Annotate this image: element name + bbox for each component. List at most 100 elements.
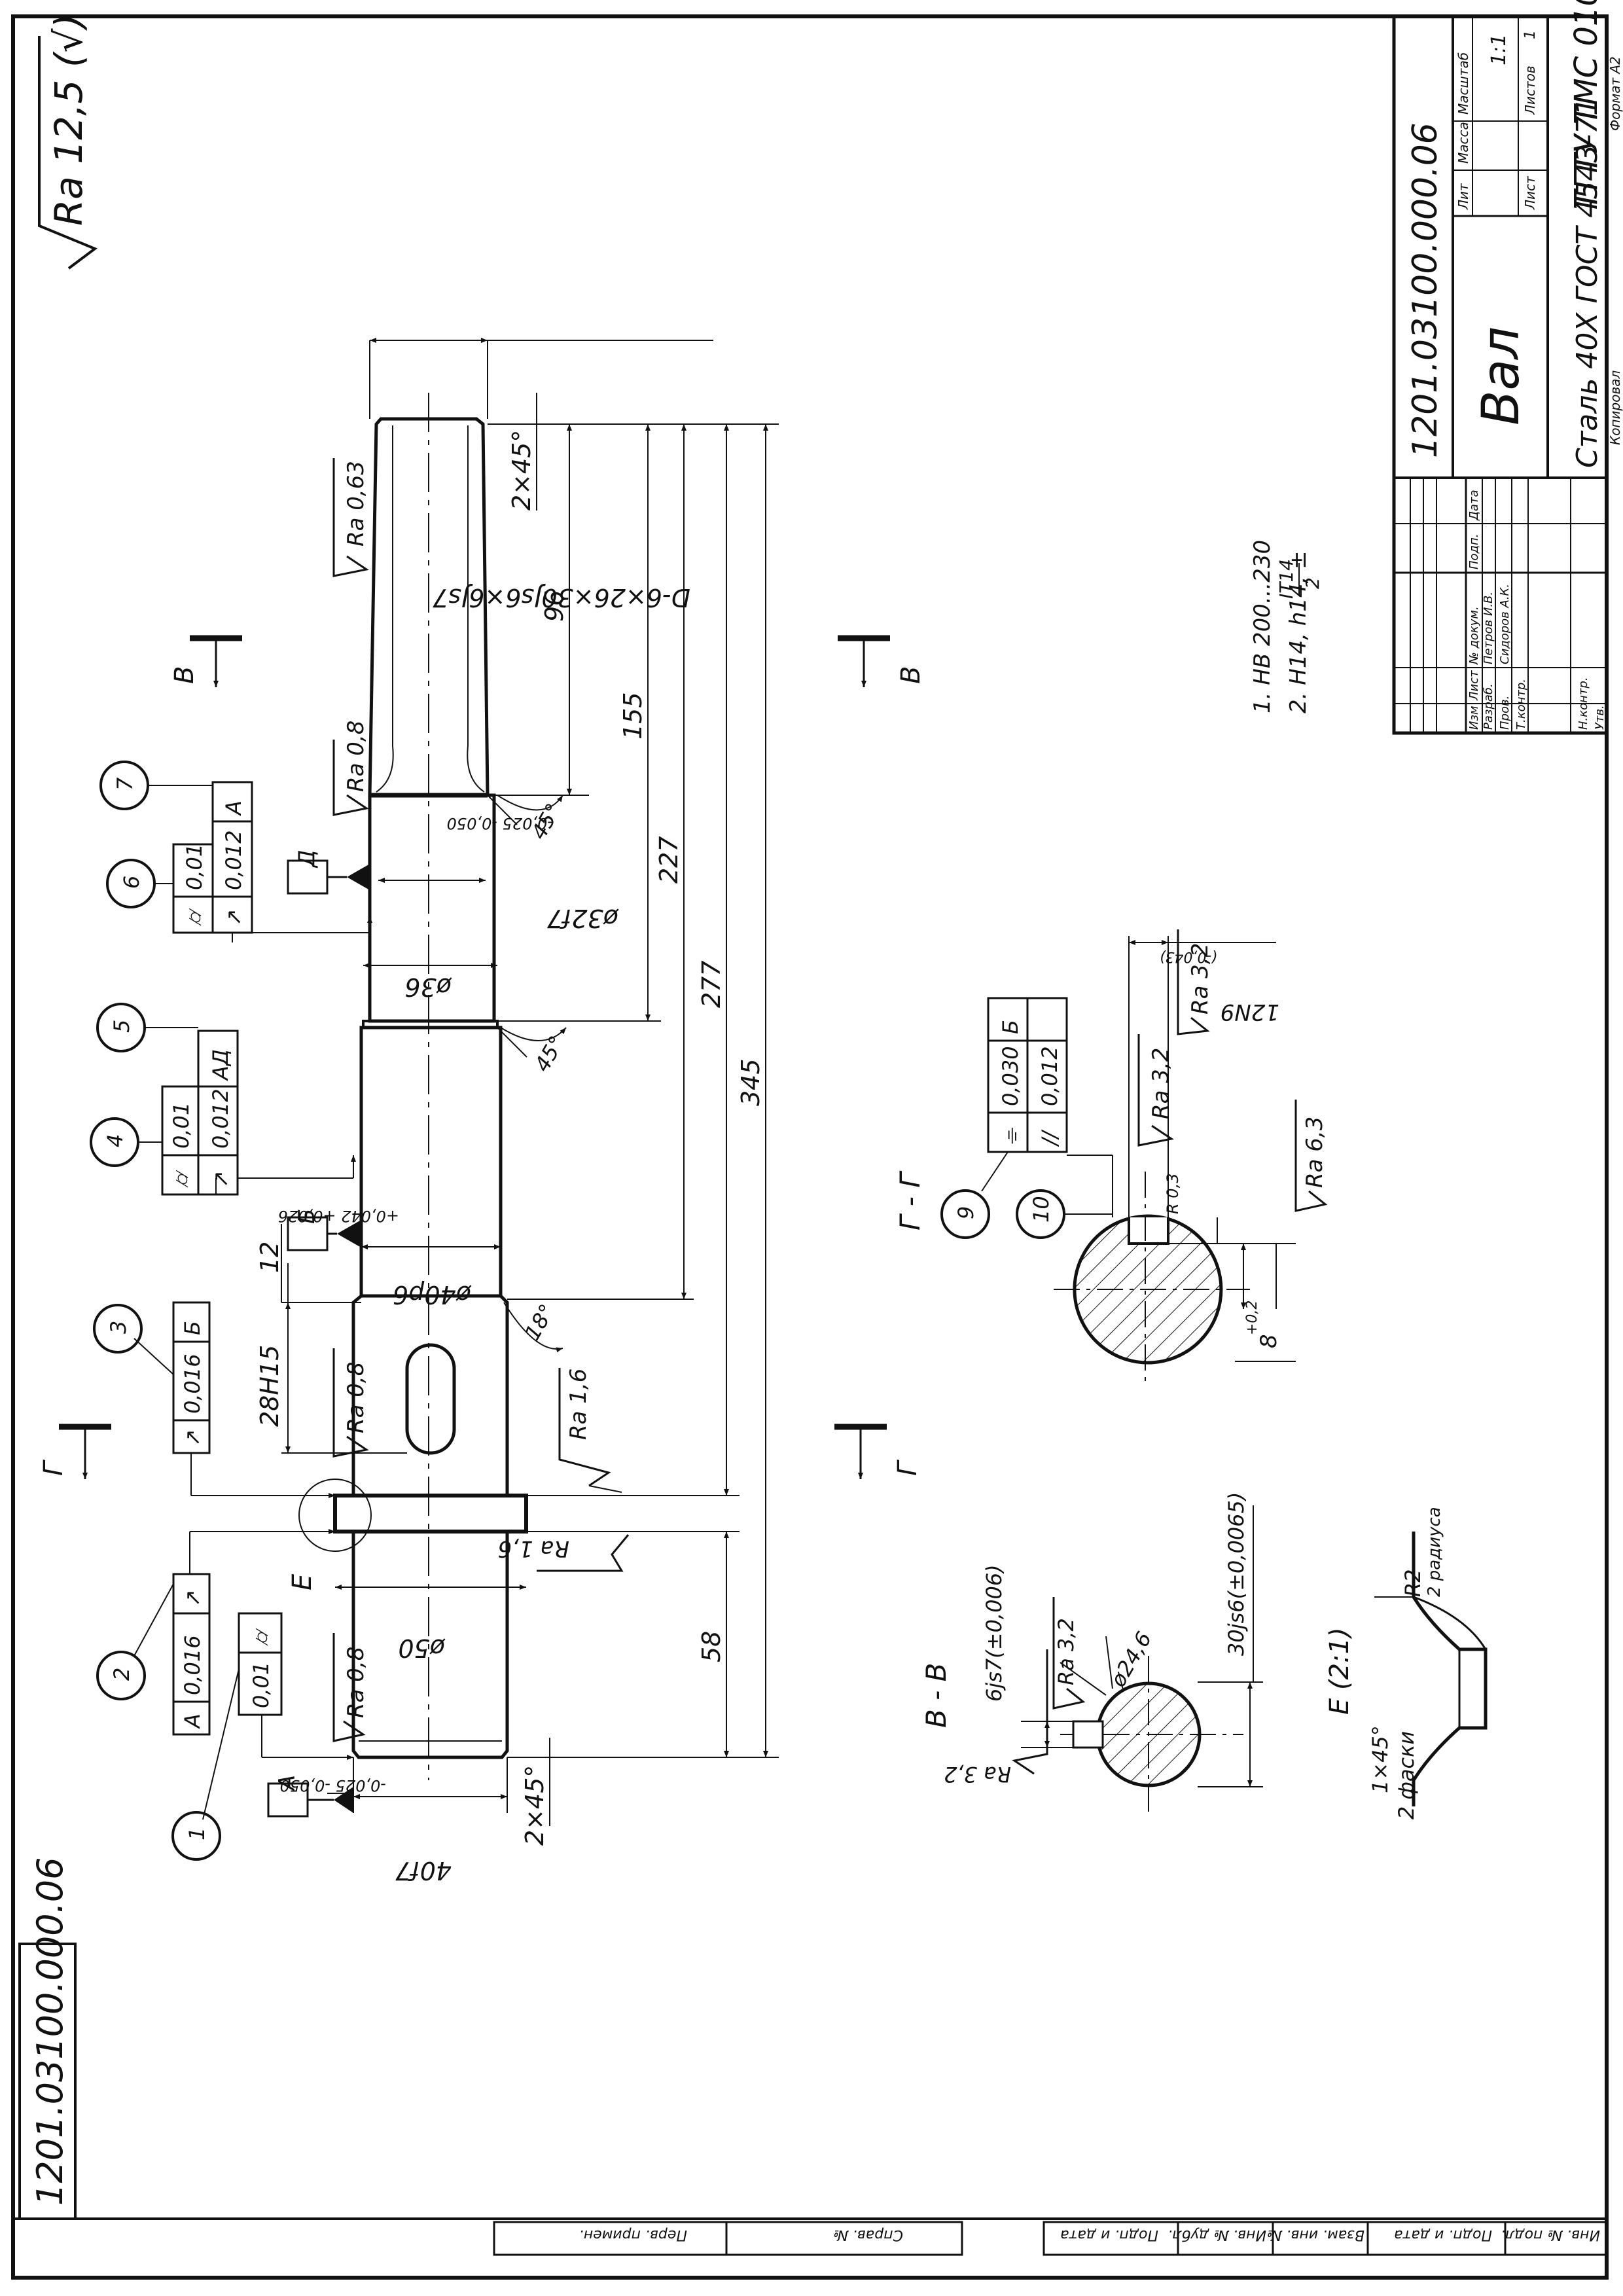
tol-6-sym: ⌭	[182, 908, 207, 926]
tol-5-sym: ↗	[208, 1170, 233, 1188]
dim-d-left: 40f7	[395, 1856, 452, 1885]
label-perv-primen: Перв. примен.	[579, 2227, 687, 2243]
dim-len-58: 58	[697, 1631, 726, 1662]
ra-spline: Ra 0,63	[343, 461, 369, 547]
tol-7-sym: ↗	[221, 908, 246, 926]
dim-ang-b: 45°	[529, 1031, 569, 1076]
section-gg-title: Г - Г	[894, 1170, 926, 1230]
detail-e-radius: R2	[1400, 1569, 1425, 1597]
tol-6-val: 0,01	[182, 844, 207, 890]
tb-copied: Копировал	[1607, 370, 1623, 445]
dim-d-collar: ø50	[398, 1634, 446, 1662]
tb-r-razrab: Разраб.	[1482, 683, 1495, 730]
datum-markers: А Б Д	[267, 850, 370, 1818]
side-designation: 1201.03100.000.06	[29, 1857, 71, 2206]
tol-1-id: 1	[185, 1827, 209, 1840]
dim-chamfer-right: 2×45°	[507, 430, 536, 511]
tol-frame-3: Б 0,016 ↗ 3	[93, 1301, 335, 1498]
section-vv: В - В 6js7(±0,006) ø24,6 30js6(±0,0065) …	[920, 1492, 1263, 1813]
dim-len-345: 345	[736, 1058, 765, 1106]
section-g-left: Г	[39, 1460, 69, 1476]
section-v-right: В	[896, 666, 926, 684]
tb-h-sign: Подп.	[1467, 534, 1481, 569]
label-vzam-inv: Взам. инв. №	[1267, 2227, 1364, 2243]
ra-mid: Ra 0,8	[343, 721, 369, 792]
label-inv-podl: Инв. № подл.	[1501, 2227, 1600, 2243]
gg-frame10-id: 10	[1029, 1196, 1054, 1223]
dim-d-step: ø36	[404, 973, 452, 1001]
gg-frame9-id: 9	[954, 1206, 978, 1219]
tol-3-sym: ↗	[180, 1429, 205, 1446]
gg-width: 12N9	[1221, 999, 1279, 1025]
sheet-frame	[11, 14, 1609, 2280]
gg-width-dev: (-0,043)	[1160, 948, 1217, 965]
vv-d-outer: 30js6(±0,0065)	[1224, 1492, 1249, 1656]
tb-r-nkontr: Н.контр.	[1577, 677, 1590, 730]
note-1: 1. НВ 200...230	[1249, 540, 1275, 713]
tb-sheets-label: Листов	[1522, 65, 1538, 115]
ra-left: Ra 0,8	[343, 1647, 369, 1718]
tol-3-id: 3	[106, 1321, 131, 1334]
ra-key: Ra 0,8	[343, 1362, 369, 1433]
tb-sheet-label: Лист	[1522, 175, 1538, 210]
detail-e-profile	[1412, 1532, 1488, 1806]
tol-4-sym: ⌭	[169, 1170, 194, 1188]
dim-ang-c: 18°	[520, 1300, 560, 1344]
tol-3-ref: Б	[180, 1321, 205, 1335]
tol-2-val: 0,016	[180, 1635, 205, 1695]
tolerance-frames: ⌭ 0,01 1 ↗ 0,016 А 2 Б 0	[90, 761, 372, 1861]
dim-len-277: 277	[697, 960, 726, 1008]
tb-sheets-value: 1	[1522, 30, 1539, 39]
gg-ra-3: Ra 6,3	[1302, 1117, 1328, 1188]
dim-ang-a: 45°	[526, 799, 566, 844]
dim-d-key: ø40p6	[393, 1280, 472, 1309]
dim-keyway: 28H15	[255, 1345, 284, 1427]
tol-2-sym: ↗	[180, 1589, 205, 1607]
detail-e-radius-note: 2 радиуса	[1425, 1507, 1444, 1597]
tol-5-id: 5	[109, 1020, 134, 1033]
tol-1-sym: ⌭	[249, 1628, 274, 1646]
section-v-left: В	[169, 666, 200, 684]
datum-d: Д	[294, 850, 320, 869]
tb-col-scale: Масштаб	[1455, 52, 1471, 115]
tb-organization: ТГТУ ТМС 0102	[1568, 0, 1605, 209]
tb-r-prov: Пров.	[1498, 696, 1512, 730]
title-block-text: 1201.03100.000.06 Вал Сталь 40Х ГОСТ 454…	[1406, 0, 1623, 730]
dim-d-left-dev: -0,025 -0,050	[280, 1776, 386, 1795]
label-podp-data-2: Подп. и дата	[1394, 2227, 1492, 2243]
dim-len-12: 12	[255, 1242, 284, 1273]
section-vv-title: В - В	[920, 1663, 952, 1728]
shaft-dimension-lines	[281, 338, 779, 1826]
tb-h-izm: Изм	[1467, 706, 1481, 730]
tb-h-list: Лист	[1467, 670, 1481, 701]
tol-frame-4: ⌭ 0,01 ↗ 0,012 АД 4 5	[90, 1003, 356, 1196]
detail-e-chamfer: 1×45°	[1368, 1725, 1393, 1793]
detail-e-title: Е (2:1)	[1325, 1627, 1355, 1715]
tol-7-ref: А	[221, 800, 246, 816]
tol-1-val: 0,01	[249, 1662, 274, 1708]
tol-5-ref: АД	[208, 1049, 233, 1081]
gg-ra-1: Ra 3,2	[1148, 1048, 1174, 1119]
gg-frame9-val: 0,030	[998, 1046, 1023, 1106]
gg-radius: R 0,3	[1164, 1174, 1182, 1214]
note-2-frac-top: IT14	[1275, 559, 1297, 599]
ra-collar-left: Ra 1,6	[498, 1535, 569, 1562]
shaft-collar	[333, 1494, 528, 1534]
section-gg: Г - Г 12N9 (-0,043) 8 +0,2 R 0,3 Ra 3,2 …	[894, 929, 1328, 1388]
vv-tooth: 6js7(±0,006)	[982, 1564, 1007, 1702]
dim-chamfer-left: 2×45°	[520, 1765, 549, 1846]
shaft-dimension-text: D-6×26×30Js6×6Js7 96 155 227 277 345 58 …	[255, 430, 765, 1885]
gg-frame9-ref: Б	[998, 1020, 1023, 1034]
vv-ra-2: Ra 3,2	[944, 1762, 1011, 1787]
detail-e-marker	[298, 1479, 372, 1552]
gg-frame10-sym: //	[1037, 1129, 1062, 1147]
tol-6-id: 6	[119, 876, 144, 889]
tb-part-name: Вал	[1472, 327, 1531, 425]
shaft-section-40	[359, 1026, 503, 1298]
tol-4-val: 0,01	[169, 1102, 194, 1149]
label-podp-data-1: Подп. и дата	[1060, 2227, 1158, 2243]
gg-frame9-sym: ⌯	[998, 1127, 1023, 1145]
gg-depth: 8	[1256, 1334, 1282, 1348]
dim-len-96: 96	[540, 590, 569, 622]
